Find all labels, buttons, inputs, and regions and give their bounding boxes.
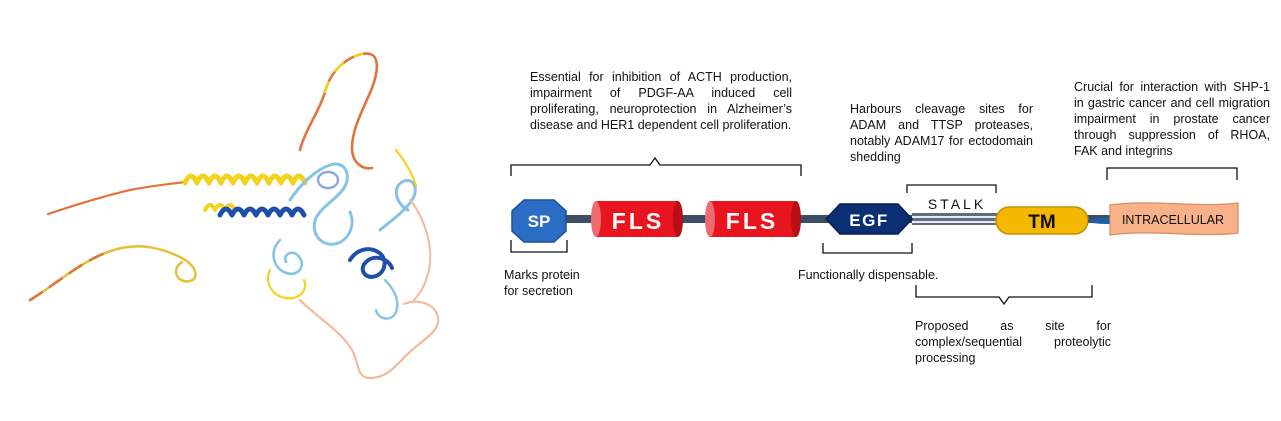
fls-domain-1: [591, 201, 683, 237]
stalk-label: STALK: [928, 196, 986, 212]
fls-brace: [510, 156, 802, 176]
fls-label-1: FLS: [612, 208, 664, 234]
sp-domain: [511, 199, 567, 243]
fls-domain-2: [705, 201, 801, 237]
fls-label-2: FLS: [726, 208, 778, 234]
fls-annotation: Essential for inhibition of ACTH product…: [530, 70, 792, 132]
intracellular-bracket: [1106, 167, 1238, 180]
egf-domain: [824, 203, 914, 235]
intracellular-annotation: Crucial for interaction with SHP-1 in ga…: [1074, 80, 1270, 158]
stalk-bottom-brace: [915, 285, 1093, 306]
protein-structure-image: [28, 52, 440, 380]
tm-connector: [1088, 217, 1112, 224]
stalk-bottom-annotation: Proposed as site for complex/sequential …: [915, 319, 1111, 365]
sp-label: SP: [528, 212, 551, 231]
tm-label: TM: [1028, 212, 1055, 233]
stalk-region: [912, 213, 1000, 225]
intracellular-domain: [1109, 202, 1239, 236]
intracellular-label: INTRACELLULAR: [1122, 213, 1224, 227]
sp-annotation: Marks protein for secretion: [504, 268, 580, 298]
egf-annotation: Functionally dispensable.: [798, 268, 939, 282]
sp-bracket: [510, 240, 568, 253]
egf-label: EGF: [849, 211, 888, 230]
stalk-top-bracket: [906, 184, 997, 193]
egf-bracket: [822, 243, 913, 254]
stalk-top-annotation: Harbours cleavage sites for ADAM and TTS…: [850, 102, 1033, 164]
